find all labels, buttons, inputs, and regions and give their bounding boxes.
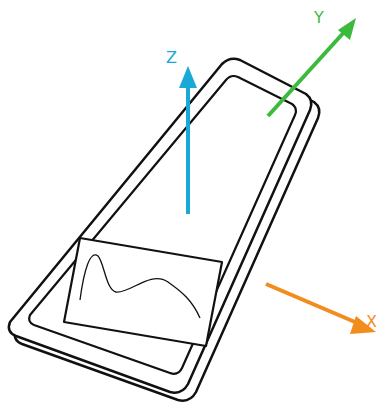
- phone-body: [9, 59, 311, 393]
- z-axis-label: Z: [166, 50, 177, 66]
- z-arrowhead: [179, 66, 197, 88]
- x-axis-label: X: [366, 314, 377, 330]
- y-axis: [268, 30, 346, 116]
- graph-curve: [80, 255, 200, 318]
- x-axis: [266, 284, 362, 325]
- y-axis-label: Y: [314, 10, 324, 26]
- phone-screen: [29, 76, 296, 374]
- z-axis: [186, 84, 190, 214]
- y-arrowhead: [338, 18, 356, 40]
- graph-window: [64, 238, 222, 346]
